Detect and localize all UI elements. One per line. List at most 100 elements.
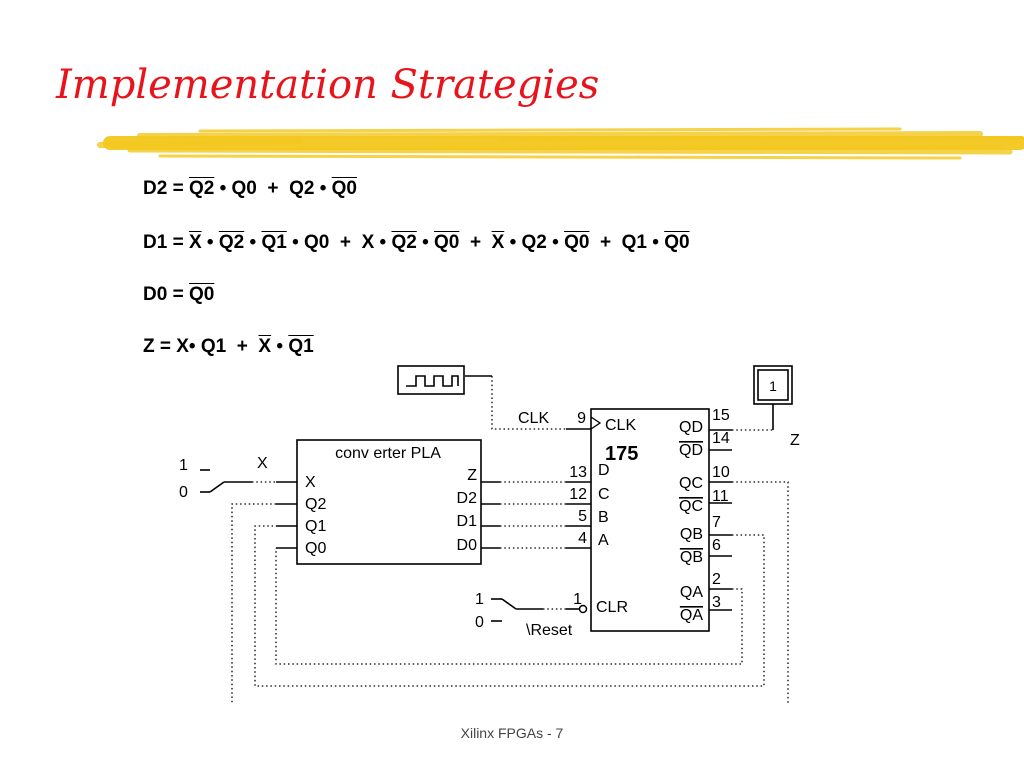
- slide-footer: Xilinx FPGAs - 7: [460, 725, 564, 741]
- d1-term: Q2: [218, 232, 245, 253]
- chip-output-pin: 15: [712, 407, 730, 424]
- chip-output-qc-bar: QC: [679, 498, 703, 515]
- chip-output-qd: QD: [679, 419, 703, 436]
- chip-output-qa-bar: QA: [680, 607, 703, 624]
- reset-switch-label: \Reset: [526, 622, 573, 639]
- brush-stroke: [97, 138, 303, 148]
- d1-term: •: [201, 232, 219, 253]
- chip-output-pin: 3: [712, 594, 721, 611]
- d1-term: X: [491, 232, 505, 253]
- z-term: X: [258, 336, 272, 357]
- chip-175-box: [590, 408, 710, 632]
- d1-term: • Q0 + X •: [286, 232, 392, 253]
- pin-d: 13: [569, 464, 587, 481]
- chip-input-d: D: [598, 462, 610, 479]
- d1-term: Q1: [261, 232, 287, 253]
- brush-stroke: [137, 131, 983, 139]
- z-term: Z = X• Q1 +: [143, 336, 259, 357]
- pin-c: 12: [569, 486, 587, 503]
- output-probe-label: Z: [790, 432, 800, 449]
- pin-clr: 1: [573, 591, 582, 608]
- wire-clk: [491, 376, 566, 430]
- d2-term: Q0: [331, 178, 357, 199]
- chip-output-pin: 7: [712, 514, 721, 531]
- d0-term: D0 =: [143, 284, 189, 305]
- slide-title: Implementation Strategies: [56, 62, 600, 108]
- chip-number: 175: [605, 443, 638, 465]
- brush-stroke: [498, 136, 1024, 141]
- wire-qc-feedback: [732, 481, 789, 705]
- chip-clr-label: CLR: [596, 599, 628, 616]
- clock-waveform: [406, 375, 459, 387]
- x-switch-label: X: [257, 455, 268, 472]
- chip-output-qd-bar: QD: [679, 442, 703, 459]
- chip-output-pin: 11: [712, 488, 729, 505]
- z-term: •: [271, 336, 289, 357]
- reset-switch-one: 1: [475, 591, 484, 608]
- equation-d0: D0 = Q0: [143, 284, 214, 306]
- brush-stroke: [127, 147, 1013, 155]
- d1-term: •: [416, 232, 435, 253]
- x-switch-lever[interactable]: [209, 481, 225, 493]
- chip-output-qa: QA: [680, 584, 703, 601]
- d2-term: Q2: [188, 178, 215, 199]
- chip-output-pin: 6: [712, 537, 721, 554]
- d2-term: D2 =: [143, 178, 189, 199]
- brush-stroke: [198, 127, 902, 133]
- clock-source-box: [397, 365, 465, 395]
- clock-signal-label: CLK: [518, 410, 549, 427]
- d1-term: X: [188, 232, 202, 253]
- chip-output-pin: 14: [712, 430, 730, 447]
- brush-stroke: [158, 154, 962, 160]
- wire-qb-feedback: [254, 525, 765, 687]
- pla-input-x: X: [305, 474, 316, 491]
- d1-term: Q2: [391, 232, 417, 253]
- d0-term: Q0: [188, 284, 215, 305]
- x-switch-one: 1: [179, 457, 188, 474]
- d1-term: Q0: [664, 232, 690, 253]
- d1-term: • Q2 •: [504, 232, 565, 253]
- d1-term: Q0: [564, 232, 590, 253]
- output-probe-value: 1: [769, 378, 777, 394]
- pla-output-d1: D1: [457, 513, 478, 530]
- pla-title: conv erter PLA: [335, 445, 441, 462]
- wire-q2-feedback: [231, 503, 276, 705]
- d2-term: • Q0 + Q2 •: [214, 178, 332, 199]
- chip-output-qb: QB: [680, 526, 703, 543]
- pin-b: 5: [578, 508, 587, 525]
- brush-stroke: [298, 145, 1002, 150]
- title-underline-brush: [97, 127, 1024, 160]
- d1-term: D1 =: [143, 232, 189, 253]
- chip-output-qc: QC: [679, 475, 703, 492]
- chip-output-pin: 2: [712, 571, 721, 588]
- chip-output-qb-bar: QB: [680, 549, 703, 566]
- x-switch-zero: 0: [179, 484, 188, 501]
- pin-a: 4: [578, 530, 587, 547]
- pla-output-z: Z: [467, 467, 477, 484]
- pla-output-d0: D0: [457, 537, 478, 554]
- equation-d1: D1 = X • Q2 • Q1 • Q0 + X • Q2 • Q0 + X …: [143, 232, 690, 254]
- chip-input-b: B: [598, 509, 609, 526]
- z-term: Q1: [288, 336, 314, 357]
- d1-term: Q0: [434, 232, 460, 253]
- reset-switch-lever[interactable]: [501, 598, 517, 610]
- chip-output-pin: 10: [712, 464, 730, 481]
- equation-z: Z = X• Q1 + X • Q1: [143, 336, 314, 358]
- d1-term: •: [244, 232, 262, 253]
- chip-input-c: C: [598, 486, 610, 503]
- chip-clk-label: CLK: [605, 417, 636, 434]
- pla-input-q1: Q1: [305, 518, 326, 535]
- pin-clk: 9: [577, 410, 586, 427]
- pla-output-d2: D2: [457, 490, 478, 507]
- pla-input-q2: Q2: [305, 496, 326, 513]
- reset-switch-zero: 0: [475, 614, 484, 631]
- chip-input-a: A: [598, 532, 609, 549]
- equation-d2: D2 = Q2 • Q0 + Q2 • Q0: [143, 178, 357, 200]
- clr-inversion-bubble: [578, 604, 588, 614]
- d1-term: + Q1 •: [589, 232, 665, 253]
- pla-box: [296, 439, 482, 565]
- d1-term: +: [459, 232, 492, 253]
- wire-qa-feedback: [275, 548, 743, 665]
- pla-input-q0: Q0: [305, 540, 326, 557]
